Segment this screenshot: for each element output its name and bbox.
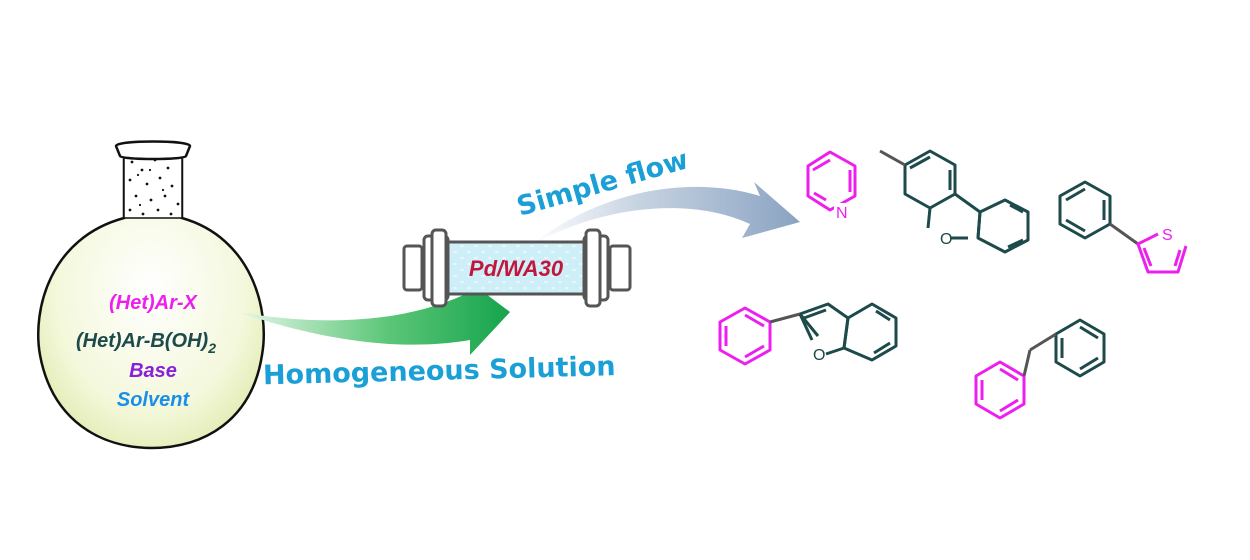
catalyst-label: Pd/WA30 [469,256,564,281]
dibenzofuran-rings [879,149,1030,254]
blue-curved-arrow [530,182,800,246]
column-inlet-tube [402,244,424,292]
product-pyridyl-dibenzofuran: O N [806,149,1030,254]
benzofuran-oxygen-label: O [813,347,825,364]
flask-reagent-boronic-acid: (Het)Ar-B(OH)2 [76,330,216,356]
column-left-flange [430,228,448,308]
thiophene-ring [1136,232,1188,274]
biphenyl-lower-ring [974,360,1026,420]
pyridine-ring [806,150,857,212]
column-outlet-tube [608,244,632,292]
dibenzofuran-oxygen-label: O [940,231,952,248]
flask-reagent-base: Base [129,360,177,382]
benzofuran-rings [769,302,898,362]
phenyl-ring-thiophene [1058,180,1139,246]
flask-reagent-solvent: Solvent [117,389,191,411]
column-right-flange [584,228,602,308]
biphenyl-upper-ring [1054,318,1106,378]
green-curved-arrow [238,276,510,355]
product-phenylthiophene: S [1058,180,1188,274]
phenyl-ring-benzofuran [718,306,772,366]
flask-reagent-aryl-halide: (Het)Ar-X [109,292,198,314]
flask-rim [114,140,192,161]
round-bottom-flask: (Het)Ar-X (Het)Ar-B(OH)2 Base Solvent [37,140,266,450]
product-biphenyl [974,318,1106,420]
product-phenylbenzofuran: O [718,302,898,366]
thiophene-sulfur-label: S [1162,227,1173,244]
flask-body [37,158,266,450]
biphenyl-bond [1029,332,1057,352]
homogeneous-solution-label: Homogeneous Solution [263,351,616,391]
flow-column-reactor [402,228,632,308]
pyridine-nitrogen-label: N [836,205,848,222]
